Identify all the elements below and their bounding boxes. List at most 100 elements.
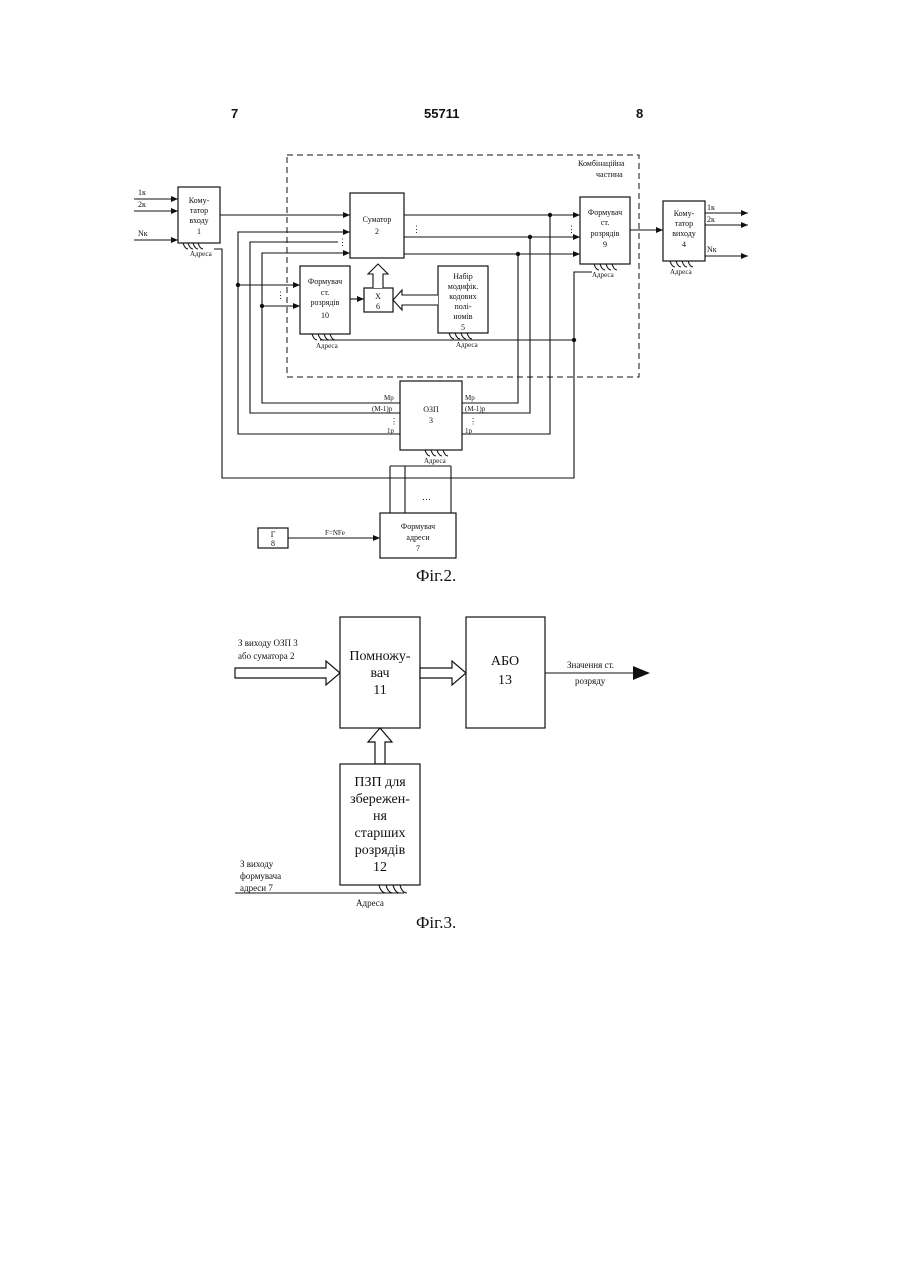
output-arrowhead — [633, 666, 650, 680]
poly-set5-address-label: Адреса — [456, 341, 479, 349]
rom12-line-1: ПЗП для — [354, 775, 406, 790]
address-drops-ellipsis: … — [422, 492, 431, 502]
address-bus-main — [214, 249, 574, 478]
address-source-label-3: адреси 7 — [240, 883, 273, 893]
output-switch-line-4: 4 — [682, 240, 686, 249]
source8-line-2: 8 — [271, 539, 275, 548]
fig3-input-label-2: або суматора 2 — [238, 651, 295, 661]
former9-address-label: Адреса — [592, 271, 615, 279]
input-hollow-arrow — [235, 661, 340, 685]
input-switch-line-4: 1 — [197, 227, 201, 236]
adder-block — [350, 193, 404, 258]
output-switch-line-2: татор — [675, 219, 693, 228]
output-2-label: 2к — [707, 215, 715, 224]
input-1-label: 1к — [138, 188, 146, 197]
address-former7-line-3: 7 — [416, 544, 420, 553]
address-source-label-1: З виходу — [240, 859, 274, 869]
adder-left-ellipsis: ⋮ — [338, 237, 347, 247]
output-switch-line-1: Кому- — [674, 209, 695, 218]
poly-set5-line-6: 5 — [461, 323, 465, 332]
multiplier11-line-1: Помножу- — [349, 649, 411, 664]
ram3-right-ellipsis: ⋮ — [469, 417, 477, 426]
output-label-1: Значення ст. — [567, 660, 614, 670]
input-switch-address-label: Адреса — [190, 250, 213, 258]
former10-address-label: Адреса — [316, 342, 339, 350]
combinational-label-2: частина — [596, 170, 623, 179]
input-switch-address-ticks — [183, 243, 203, 249]
rom12-line-5: розрядів — [355, 843, 406, 858]
rom12-address-ticks — [379, 885, 407, 893]
multiplier11-line-3: 11 — [373, 683, 386, 698]
poly-to-multiplier-hollow-arrow — [393, 290, 438, 310]
ram3-line-2: 3 — [429, 416, 433, 425]
adder-right-ellipsis: ⋮ — [412, 224, 421, 234]
multiplier6-line-1: X — [375, 292, 381, 301]
former9-address-ticks — [594, 264, 617, 270]
ram3-line-1: ОЗП — [423, 405, 439, 414]
fig2-caption: Фіг.2. — [416, 566, 456, 585]
output-switch-line-3: виходу — [672, 229, 696, 238]
input-switch-line-1: Кому- — [189, 196, 210, 205]
input-n-label: Nк — [138, 229, 148, 238]
fig3-input-label-1: З виходу ОЗП 3 — [238, 638, 298, 648]
adder-line-2: 2 — [375, 227, 379, 236]
multiplier6-line-2: 6 — [376, 302, 380, 311]
former9-line-4: 9 — [603, 240, 607, 249]
adder-line-1: Суматор — [363, 215, 392, 224]
ram3-left-ellipsis: ⋮ — [390, 417, 398, 426]
former10-line-4: 10 — [321, 311, 329, 320]
output-label-2: розряду — [575, 676, 606, 686]
former9-line-2: ст. — [601, 218, 609, 227]
or13-line-2: 13 — [498, 673, 512, 688]
ram3-right-mr: Мр — [465, 394, 475, 402]
combinational-label-1: Комбінаційна — [578, 159, 625, 168]
fig3-caption: Фіг.3. — [416, 913, 456, 932]
multiplier-to-or-hollow-arrow — [420, 661, 466, 685]
multiplier11-line-2: вач — [370, 666, 389, 681]
ram3-right-1r: 1р — [465, 427, 473, 435]
rom12-line-2: збережен- — [350, 792, 410, 807]
rom12-line-6: 12 — [373, 860, 387, 875]
rom-to-multiplier-hollow-arrow — [368, 728, 392, 764]
input-switch-line-2: татор — [190, 206, 208, 215]
input-2-label: 2к — [138, 200, 146, 209]
ram3-left-mr: Мр — [384, 394, 394, 402]
or13-line-1: АБО — [491, 654, 519, 669]
address-former7-line-2: адреси — [406, 533, 430, 542]
poly-set5-line-4: полі- — [454, 302, 471, 311]
rom12-line-4: старших — [355, 826, 406, 841]
former10-input-ellipsis: ⋮ — [276, 290, 285, 300]
poly-set5-line-5: номів — [453, 312, 472, 321]
ram3-right-m1r: (М-1)р — [465, 405, 486, 413]
former9-line-3: розрядів — [591, 229, 620, 238]
former9-line-1: Формувач — [588, 208, 622, 217]
ram3-left-m1r: (М-1)р — [372, 405, 393, 413]
multiplier-to-adder-hollow-arrow — [368, 264, 388, 288]
rom12-address-label: Адреса — [356, 898, 384, 908]
poly-set5-address-ticks — [449, 333, 472, 339]
former10-line-2: ст. — [321, 288, 329, 297]
poly-set5-line-1: Набір — [453, 272, 473, 281]
former10-line-1: Формувач — [308, 277, 342, 286]
output-1-label: 1к — [707, 203, 715, 212]
figure-2: Комбінаційна частина 1к 2к Nк Кому- тато… — [134, 155, 748, 585]
former10-address-ticks — [312, 334, 335, 340]
output-n-label: Nк — [707, 245, 717, 254]
address-source-label-2: формувача — [240, 871, 281, 881]
source8-line-1: Г — [271, 530, 276, 539]
ram3-address-label: Адреса — [424, 457, 447, 465]
address-former7-line-1: Формувач — [401, 522, 435, 531]
input-switch-line-3: входу — [189, 216, 208, 225]
figure-3: З виходу ОЗП 3 або суматора 2 Помножу- в… — [235, 617, 650, 932]
ram3-address-ticks — [425, 450, 448, 456]
poly-set5-line-2: модифік. — [448, 282, 478, 291]
former9-input-ellipsis: ⋮ — [567, 224, 576, 234]
output-switch-address-ticks — [670, 261, 693, 267]
f-label: F=NFe — [325, 529, 345, 537]
rom12-line-3: ня — [373, 809, 387, 824]
output-switch-address-label: Адреса — [670, 268, 693, 276]
former10-line-3: розрядів — [311, 298, 340, 307]
poly-set5-line-3: кодових — [449, 292, 476, 301]
ram3-left-1r: 1р — [387, 427, 395, 435]
